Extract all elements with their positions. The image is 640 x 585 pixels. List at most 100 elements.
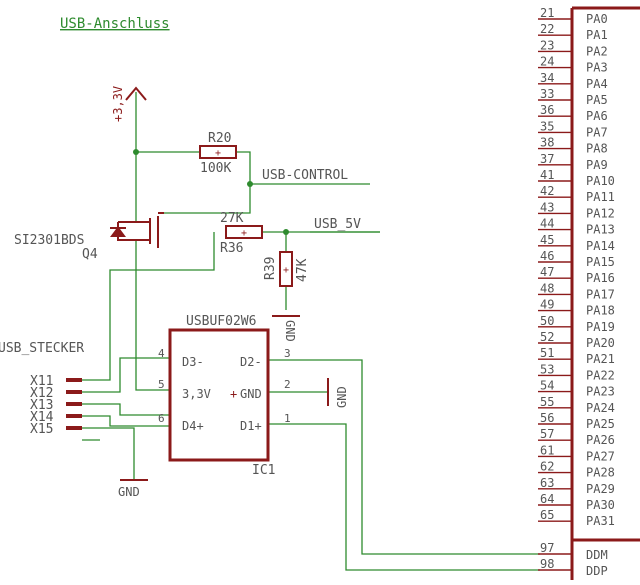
q4-name: Q4 <box>82 247 98 262</box>
supply-label: +3,3V <box>111 86 125 122</box>
ic1-part: USBUF02W6 <box>186 314 256 329</box>
mcu-pin-name: PA0 <box>586 12 608 26</box>
junction-dots <box>133 149 289 235</box>
mcu-pin-name: PA11 <box>586 190 615 204</box>
r20-value: 100K <box>200 161 231 176</box>
mcu-pin-name: PA31 <box>586 514 615 528</box>
mcu-pin-name: PA13 <box>586 223 615 237</box>
ic1-pin6-num: 6 <box>158 412 165 425</box>
svg-text:+: + <box>283 265 289 276</box>
gnd-label-r39: GND <box>283 320 297 342</box>
gnd-label-connector: GND <box>118 485 140 499</box>
mcu-pin-name: PA19 <box>586 320 615 334</box>
mcu-pin-number: 41 <box>540 168 554 182</box>
ic1-pin-d1: D1+ <box>240 419 262 433</box>
wires <box>82 92 540 571</box>
r36-value: 27K <box>220 211 244 226</box>
mcu-pin-number: 21 <box>540 6 554 20</box>
svg-text:+: + <box>230 387 237 401</box>
ic1-pin-d4: D4+ <box>182 419 204 433</box>
ic1-pin-gnd: GND <box>240 387 262 401</box>
mcu-pin-number: 62 <box>540 460 554 474</box>
mcu-pin-name: PA25 <box>586 417 615 431</box>
connector-pin-x12: X12 <box>30 386 53 401</box>
svg-text:+: + <box>215 148 221 159</box>
mcu-pin-name: PA21 <box>586 352 615 366</box>
mcu-pin-name: PA23 <box>586 385 615 399</box>
mcu-pin-name: PA7 <box>586 125 608 139</box>
ic1-pin5-num: 5 <box>158 378 165 391</box>
mcu-pin-number: 37 <box>540 152 554 166</box>
mcu-pin-name: PA4 <box>586 77 608 91</box>
ic1-pin2-num: 2 <box>284 378 291 391</box>
ic1-pin1-num: 1 <box>284 412 291 425</box>
mcu-pin-name: PA26 <box>586 433 615 447</box>
mcu-pin-number: 57 <box>540 427 554 441</box>
resistor-r20: + <box>199 145 237 159</box>
mcu-pin-name: PA18 <box>586 304 615 318</box>
mcu-usb-pin-number: 97 <box>540 541 554 555</box>
gnd-label-ic1: GND <box>335 386 349 408</box>
svg-text:+: + <box>241 228 247 239</box>
mcu-pin-name: PA8 <box>586 142 608 156</box>
mcu-pin-number: 48 <box>540 281 554 295</box>
mcu-usb-pin-name: DDP <box>586 564 608 578</box>
schematic-title: USB-Anschluss <box>60 16 170 32</box>
mcu-pin-number: 63 <box>540 476 554 490</box>
ic1-name: IC1 <box>252 463 275 478</box>
mcu-pin-number: 42 <box>540 184 554 198</box>
net-label-usb-control: USB-CONTROL <box>262 168 348 183</box>
mcu-usb-pin-number: 98 <box>540 557 554 571</box>
resistor-r39: + <box>279 251 293 287</box>
mcu-pin-name: PA2 <box>586 44 608 58</box>
mcu-pin-number: 51 <box>540 346 554 360</box>
mcu-pin-number: 49 <box>540 298 554 312</box>
mcu-pin-name: PA15 <box>586 255 615 269</box>
connector-pin-x14: X14 <box>30 410 54 425</box>
mcu-pin-name: PA28 <box>586 466 615 480</box>
mcu-pin-number: 64 <box>540 492 554 506</box>
mcu-pin-name: PA3 <box>586 61 608 75</box>
ic1-pin3-num: 3 <box>284 347 291 360</box>
net-label-usb-stecker: USB_STECKER <box>0 341 84 356</box>
ic1-pin-d2: D2- <box>240 355 262 369</box>
connector-pin-x11: X11 <box>30 374 53 389</box>
mcu-pin-number: 65 <box>540 508 554 522</box>
mcu-pin-number: 47 <box>540 265 554 279</box>
q4-part: SI2301BDS <box>14 233 84 248</box>
resistor-r36: + <box>225 225 263 239</box>
mcu-usb-pin-name: DDM <box>586 548 608 562</box>
mcu-pin-name: PA10 <box>586 174 615 188</box>
supply-symbol <box>125 86 147 101</box>
mcu-pin-number: 53 <box>540 362 554 376</box>
r20-name: R20 <box>208 131 231 146</box>
mcu-pin-number: 55 <box>540 395 554 409</box>
mcu-pin-number: 36 <box>540 103 554 117</box>
mcu-pin-number: 43 <box>540 200 554 214</box>
usb-connector-pins <box>66 378 82 430</box>
mcu-pin-name: PA9 <box>586 158 608 172</box>
mcu-pin-number: 44 <box>540 217 554 231</box>
mcu-pin-number: 45 <box>540 233 554 247</box>
ic1-pin-33v: 3,3V <box>182 387 211 401</box>
mcu-pin-number: 46 <box>540 249 554 263</box>
mcu-pin-name: PA20 <box>586 336 615 350</box>
mcu-pin-number: 54 <box>540 379 554 393</box>
net-label-usb-5v: USB_5V <box>314 217 361 232</box>
mcu-pin-name: PA29 <box>586 482 615 496</box>
mcu-pin-name: PA16 <box>586 271 615 285</box>
mcu-pin-number: 50 <box>540 314 554 328</box>
r39-value: 47K <box>295 258 310 282</box>
mcu-pin-name: PA5 <box>586 93 608 107</box>
r36-name: R36 <box>220 241 243 256</box>
mcu-pin-name: PA14 <box>586 239 615 253</box>
mcu-pin-number: 33 <box>540 87 554 101</box>
mcu-pin-number: 61 <box>540 443 554 457</box>
connector-pin-x15: X15 <box>30 422 53 437</box>
mcu-pin-number: 35 <box>540 119 554 133</box>
r39-name: R39 <box>263 257 278 280</box>
mcu-pin-number: 38 <box>540 136 554 150</box>
mcu-pin-name: PA24 <box>586 401 615 415</box>
